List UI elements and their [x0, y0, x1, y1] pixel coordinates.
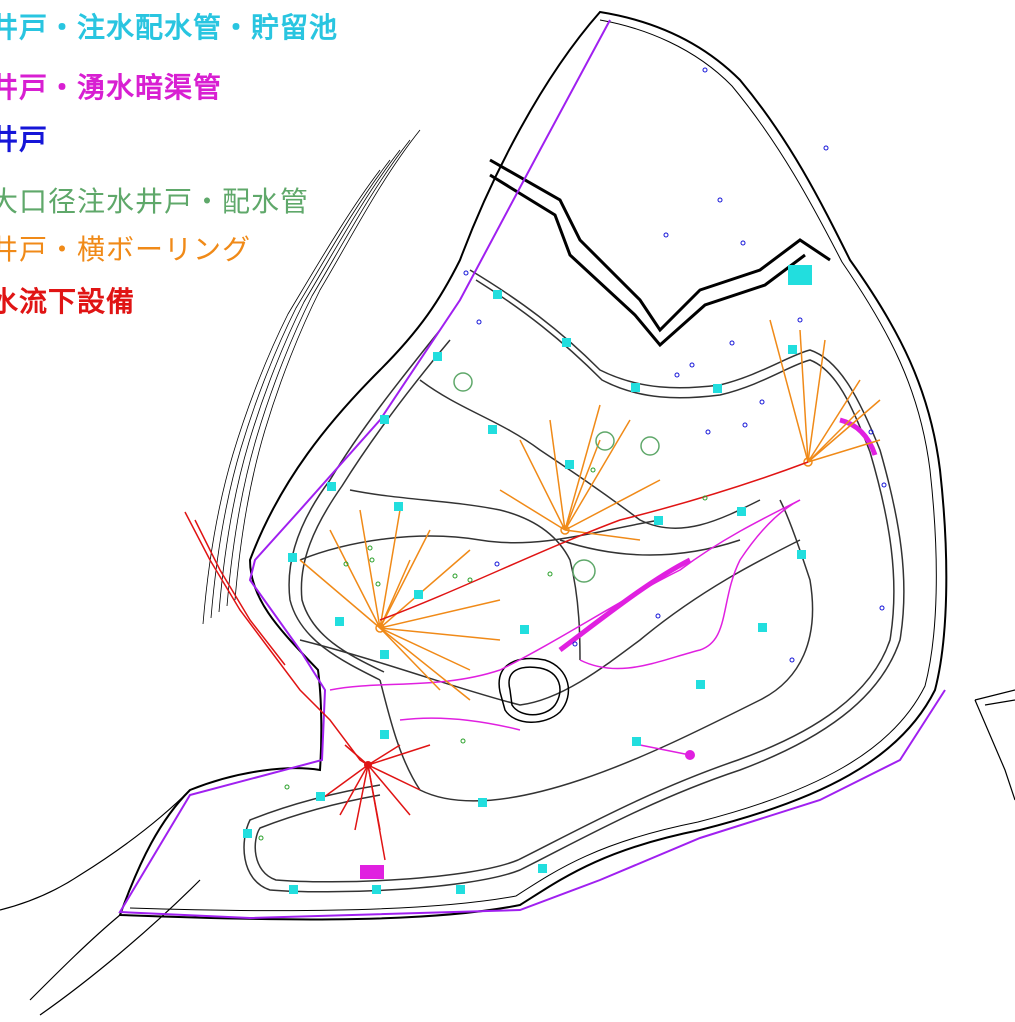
green-small-wells	[258, 467, 708, 841]
terrace-walls	[489, 158, 831, 348]
green-wells	[453, 372, 660, 583]
east-structure	[974, 689, 1015, 801]
blue-wells	[463, 67, 887, 663]
legend-item-horizontal-boring: 井戸・横ボーリング	[0, 233, 252, 266]
road-network	[243, 269, 905, 893]
orange-hub-1	[375, 623, 385, 633]
legend-item-well: 井戸	[0, 123, 49, 156]
site-boundary	[118, 10, 948, 921]
purple-drain-line	[118, 19, 946, 920]
magenta-arc	[839, 417, 878, 456]
orange-boring-fans	[299, 319, 881, 701]
magenta-tank	[360, 865, 384, 879]
legend-item-spring-drain: 井戸・湧水暗渠管	[0, 71, 223, 104]
cyan-markers	[243, 265, 812, 894]
orange-hub-2	[560, 525, 570, 535]
small-loop	[498, 657, 570, 723]
magenta-endpoint	[685, 750, 695, 760]
red-hub	[364, 761, 372, 769]
slope-hatching	[202, 129, 421, 625]
legend-item-drainage-facility: 水流下設備	[0, 285, 136, 318]
magenta-lines	[329, 499, 801, 756]
legend-item-large-injection-well: 大口径注水井戸・配水管	[0, 185, 310, 218]
legend-item-water-supply: 井戸・注水配水管・貯留池	[0, 11, 339, 44]
red-drainage-lines	[184, 461, 809, 861]
southwest-slope	[0, 789, 201, 1016]
orange-hub-3	[803, 457, 813, 467]
